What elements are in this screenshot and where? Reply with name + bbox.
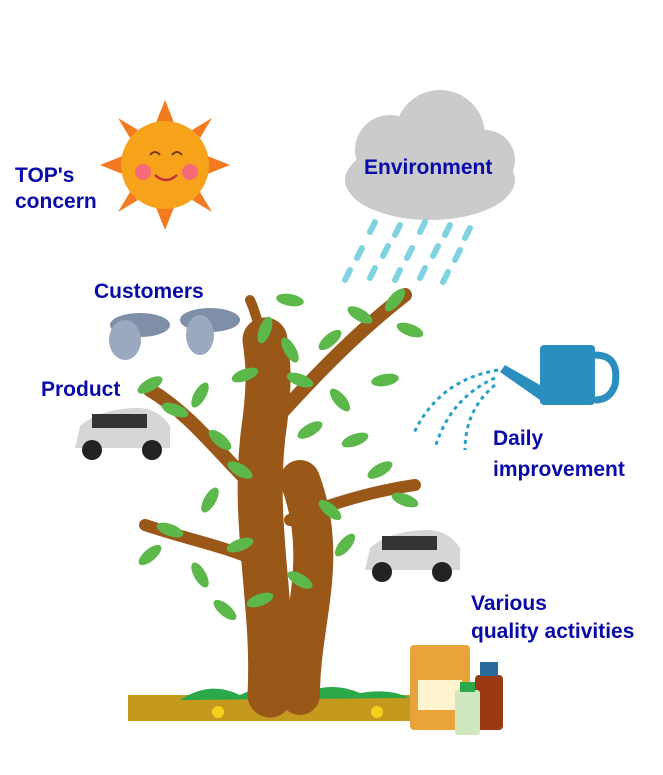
rain-icon — [342, 219, 473, 285]
leaf — [138, 544, 162, 566]
label-line: Daily — [493, 427, 544, 450]
leaf — [161, 402, 189, 418]
leaf — [227, 461, 253, 479]
supplies-icon — [410, 645, 503, 735]
leaf — [213, 599, 237, 621]
environment-label: Environment — [364, 156, 493, 179]
leaf — [191, 382, 209, 408]
leaf — [318, 329, 342, 351]
leaf — [367, 461, 393, 479]
leaf — [391, 492, 419, 508]
leaves — [137, 288, 424, 621]
leaf — [297, 421, 323, 439]
watering-can-icon — [411, 345, 620, 451]
label-line: quality activities — [471, 620, 635, 643]
label-line: Various — [471, 592, 547, 615]
label-line: improvement — [493, 458, 625, 481]
leaf — [281, 337, 299, 363]
leaf — [201, 487, 219, 513]
daily-improvement-label: Daily improvement — [493, 423, 625, 485]
leaf — [396, 322, 424, 338]
leaf — [257, 316, 273, 344]
car-icon — [75, 408, 170, 460]
leaf — [208, 429, 232, 451]
leaf — [318, 499, 342, 521]
leaf — [156, 522, 184, 538]
label-line: concern — [15, 190, 97, 213]
product-label: Product — [41, 378, 121, 401]
leaf — [276, 293, 304, 307]
leaf — [329, 388, 351, 412]
various-quality-activities-label: Various quality activities — [471, 590, 634, 646]
tree — [139, 288, 421, 718]
bird-icons — [109, 308, 240, 360]
leaf — [286, 372, 314, 388]
sun-icon — [100, 100, 230, 230]
leaf — [226, 537, 254, 553]
leaf — [334, 533, 356, 557]
leaf — [341, 432, 369, 448]
customers-label: Customers — [94, 280, 204, 303]
leaf — [231, 367, 259, 383]
leaf — [191, 562, 209, 588]
leaf — [347, 306, 373, 324]
car-icon — [365, 530, 460, 582]
leaf — [384, 288, 406, 312]
leaf — [371, 373, 399, 387]
cloud-icon — [345, 90, 515, 220]
top-concern-label: TOP's concern — [15, 163, 97, 215]
leaf — [137, 376, 163, 394]
label-line: TOP's — [15, 164, 75, 187]
leaf — [246, 592, 274, 608]
leaf — [287, 571, 313, 589]
